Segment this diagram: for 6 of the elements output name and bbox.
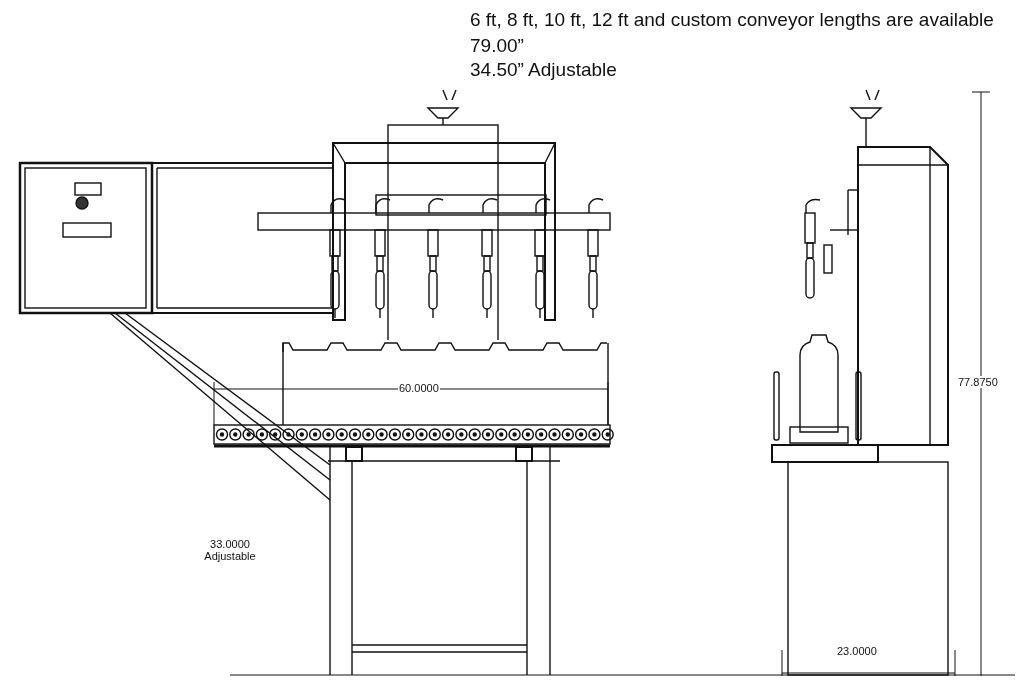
dimension-text: 60.0000: [398, 382, 440, 394]
dimension-text: 77.8750: [957, 376, 999, 388]
dimension-text: 79.00”: [470, 34, 524, 58]
dimension-text: 23.0000: [836, 645, 878, 657]
note-text: 6 ft, 8 ft, 10 ft, 12 ft and custom conveyor lengths are available: [470, 8, 994, 32]
dimension-text: 34.50” Adjustable: [470, 58, 617, 82]
